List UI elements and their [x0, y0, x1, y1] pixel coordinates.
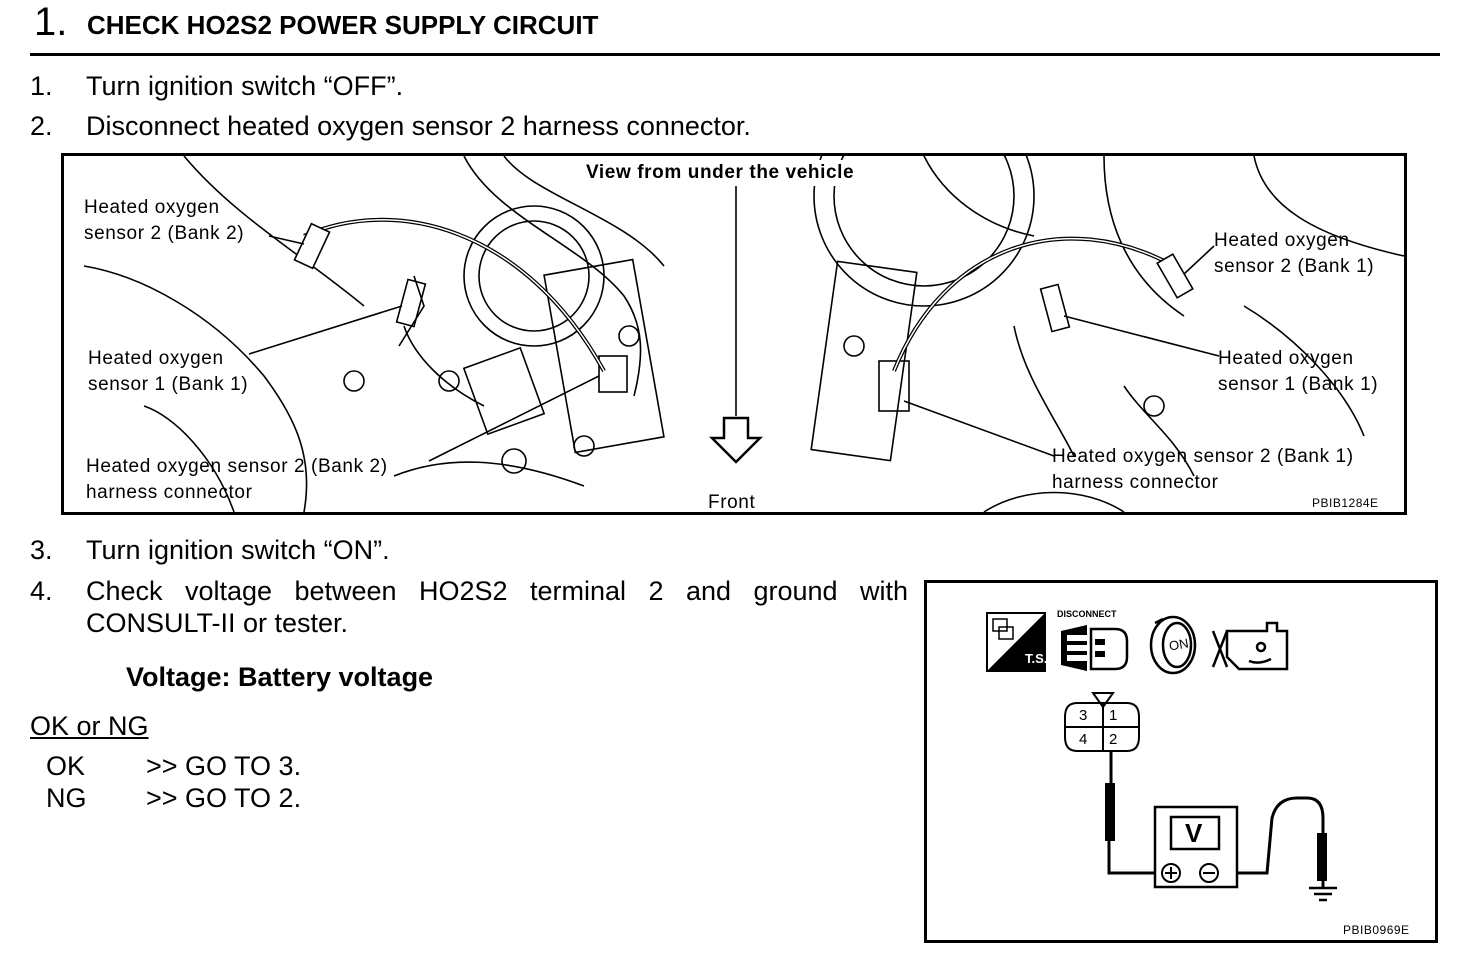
- left-sensor1-label: Heated oxygen sensor 1 (Bank 1): [88, 346, 248, 398]
- meter-label: V: [1185, 818, 1203, 848]
- result-action: >> GO TO 2.: [146, 783, 302, 813]
- step-item-number: 1.: [30, 71, 53, 101]
- step-item-4: 4. Check voltage between HO2S2 terminal …: [30, 575, 910, 641]
- label-line: Heated oxygen: [1214, 230, 1350, 251]
- right-sensor2-label: Heated oxygen sensor 2 (Bank 1): [1214, 228, 1374, 280]
- front-label: Front: [708, 492, 756, 513]
- pin-label: 3: [1079, 707, 1088, 724]
- figure-code: PBIB1284E: [1312, 496, 1379, 510]
- sensor-location-figure: View from under the vehicle Front Heated…: [61, 153, 1407, 515]
- ignition-key-icon: [1149, 615, 1197, 675]
- result-heading: OK or NG: [30, 711, 149, 741]
- label-line: harness connector: [86, 482, 253, 503]
- right-connector-label: Heated oxygen sensor 2 (Bank 1) harness …: [1052, 444, 1354, 496]
- label-line: sensor 2 (Bank 2): [84, 223, 245, 244]
- result-key: NG: [46, 783, 87, 813]
- ts-icon: [986, 612, 1046, 672]
- right-sensor1-label: Heated oxygen sensor 1 (Bank 1): [1218, 346, 1378, 398]
- pin-label: 4: [1079, 731, 1088, 748]
- result-ng-row: NG >> GO TO 2.: [46, 782, 446, 814]
- voltage-spec: Voltage: Battery voltage: [126, 662, 434, 692]
- step-item-text: Turn ignition switch “ON”.: [86, 535, 390, 565]
- probe-negative: [1317, 833, 1327, 881]
- step-number: 1.: [34, 0, 68, 44]
- label-line: sensor 2 (Bank 1): [1214, 256, 1375, 277]
- left-connector-label: Heated oxygen sensor 2 (Bank 2) harness …: [86, 454, 388, 506]
- label-line: sensor 1 (Bank 1): [1218, 374, 1379, 395]
- step-item-2: 2. Disconnect heated oxygen sensor 2 har…: [30, 110, 930, 142]
- pin-label: 1: [1109, 707, 1118, 724]
- label-line: Heated oxygen sensor 2 (Bank 2): [86, 456, 388, 477]
- step-item-number: 3.: [30, 535, 53, 565]
- label-line: Heated oxygen sensor 2 (Bank 1): [1052, 446, 1354, 467]
- circuit-drawing: [986, 612, 1337, 902]
- figure-code: PBIB0969E: [1343, 923, 1410, 937]
- voltage-check-figure: T.S. DISCONNECT ON 3 1 4 2 V PBIB0969E: [924, 580, 1438, 943]
- left-sensor2-label: Heated oxygen sensor 2 (Bank 2): [84, 195, 244, 247]
- label-line: harness connector: [1052, 472, 1219, 493]
- ts-label: T.S.: [1025, 651, 1048, 666]
- label-line: Heated oxygen: [88, 348, 224, 369]
- result-action: >> GO TO 3.: [146, 751, 302, 781]
- label-line: sensor 1 (Bank 1): [88, 374, 249, 395]
- header-divider: [30, 53, 1440, 56]
- step-item-text: Disconnect heated oxygen sensor 2 harnes…: [86, 111, 751, 141]
- label-line: Heated oxygen: [1218, 348, 1354, 369]
- probe-positive: [1105, 783, 1115, 841]
- step-item-1: 1. Turn ignition switch “OFF”.: [30, 70, 930, 102]
- result-ok-row: OK >> GO TO 3.: [46, 750, 446, 782]
- step-title: CHECK HO2S2 POWER SUPPLY CIRCUIT: [87, 10, 599, 40]
- engine-icon: [1211, 621, 1289, 671]
- result-key: OK: [46, 751, 86, 781]
- step-item-number: 2.: [30, 111, 53, 141]
- disconnect-label: DISCONNECT: [1057, 609, 1117, 619]
- engine-drawing: [83, 156, 1404, 512]
- step-item-text-continued: CONSULT-II or tester.: [86, 608, 349, 638]
- disconnect-icon: [1061, 625, 1129, 671]
- connector-diagram: [1064, 692, 1140, 752]
- step-item-number: 4.: [30, 576, 53, 606]
- pin-label: 2: [1109, 731, 1118, 748]
- step-item-text: Turn ignition switch “OFF”.: [86, 71, 404, 101]
- step-item-3: 3. Turn ignition switch “ON”.: [30, 534, 910, 566]
- label-line: Heated oxygen: [84, 197, 220, 218]
- view-label: View from under the vehicle: [582, 160, 859, 186]
- meter-terminals: [1161, 863, 1219, 883]
- step-item-text: Check voltage between HO2S2 terminal 2 a…: [86, 576, 908, 606]
- ground-symbol: [1309, 886, 1337, 902]
